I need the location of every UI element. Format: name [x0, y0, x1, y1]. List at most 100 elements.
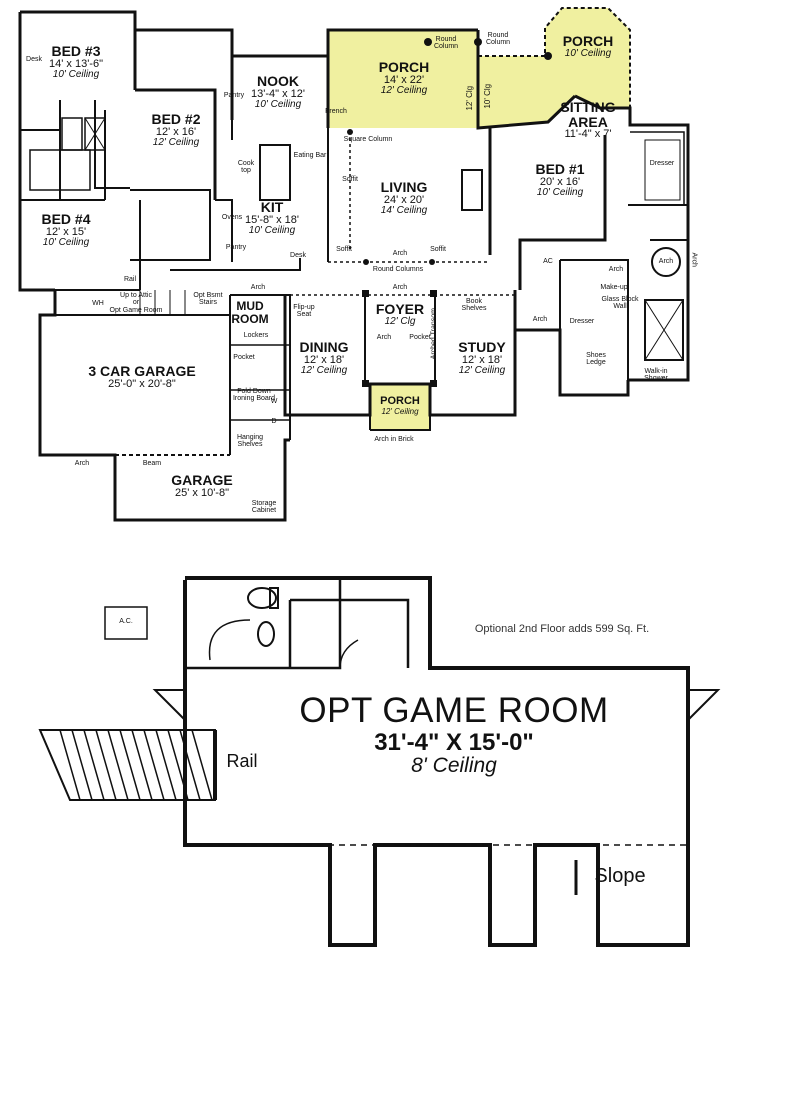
note-soffit-2: Soffit — [336, 246, 352, 253]
note-opt-bsmt-stairs: Opt Bsmt Stairs — [193, 292, 223, 307]
second-floor-note: Optional 2nd Floor adds 599 Sq. Ft. — [474, 623, 650, 635]
room-name: PORCH — [378, 59, 430, 75]
note-pocket-foyer: Pocket — [409, 334, 431, 341]
room-ceiling: 8' Ceiling — [411, 753, 497, 777]
ac-unit-box — [104, 606, 148, 640]
note-lockers: Lockers — [243, 332, 269, 339]
note-pantry-kit: Pantry — [225, 244, 247, 251]
room-size: 24' x 20' — [383, 193, 425, 206]
note-hanging-shelves: Hanging Shelves — [236, 434, 264, 449]
room-bed4: BED #4 12' x 15' 10' Ceiling — [41, 212, 90, 249]
room-name: LIVING — [380, 179, 428, 195]
room-size: 14' x 13'-6" — [49, 57, 103, 70]
room-bed3: BED #3 14' x 13'-6" 10' Ceiling — [49, 44, 103, 81]
room-size: 11'-4" x 7' — [564, 128, 612, 141]
note-dresser-1: Dresser — [649, 160, 675, 167]
room-study: STUDY 12' x 18' 12' Ceiling — [458, 340, 505, 377]
note-round-columns: Round Columns — [372, 266, 424, 273]
note-book-shelves: Book Shelves — [461, 298, 487, 313]
note-pocket-mud: Pocket — [233, 354, 255, 361]
note-arch-tub: Arch — [658, 258, 674, 265]
note-fold-down: Fold Down Ironing Board — [232, 388, 276, 403]
note-ac: AC — [543, 258, 553, 265]
note-french: French — [325, 108, 347, 115]
room-name: BED #4 — [41, 211, 91, 227]
room-bed1: BED #1 20' x 16' 10' Ceiling — [535, 162, 584, 199]
room-nook: NOOK 13'-4" x 12' 10' Ceiling — [251, 74, 305, 111]
room-ceiling: 10' Ceiling — [254, 99, 302, 111]
room-opt-game-room: OPT GAME ROOM 31'-4" X 15'-0" 8' Ceiling — [299, 691, 609, 777]
note-glass-block-wall: Glass Block Wall — [601, 296, 639, 311]
room-size: 12' x 18' — [461, 353, 503, 366]
room-kit: KIT 15'-8" x 18' 10' Ceiling — [245, 200, 299, 237]
front-porch-fill — [370, 384, 430, 430]
room-name: GARAGE — [171, 472, 233, 488]
note-arch-foyer: Arch — [392, 284, 408, 291]
room-size: 31'-4" X 15'-0" — [374, 728, 534, 756]
room-name: NOOK — [257, 73, 299, 89]
room-name: OPT GAME ROOM — [299, 691, 609, 730]
room-size: 12' x 16' — [155, 125, 197, 138]
room-name: DINING — [299, 339, 349, 355]
note-square-column: Square Column — [343, 136, 393, 143]
note-ovens: Ovens — [221, 214, 243, 221]
room-name: STUDY — [458, 339, 506, 355]
note-arch-mud: Arch — [250, 284, 266, 291]
room-ceiling: 14' Ceiling — [380, 205, 428, 217]
room-size: 12' x 18' — [303, 353, 345, 366]
note-round-column-1: Round Column — [433, 36, 459, 51]
note-arch-living: Arch — [392, 250, 408, 257]
side-porch-fill — [478, 8, 630, 128]
note-arch-dining: Arch — [376, 334, 392, 341]
room-garage: GARAGE 25' x 10'-8" — [171, 473, 232, 499]
room-ceiling: 12' Ceiling — [381, 406, 419, 416]
room-porch-side: PORCH 10' Ceiling — [563, 34, 614, 59]
note-storage-cabinet: Storage Cabinet — [251, 500, 277, 515]
note-w: W — [270, 398, 278, 405]
room-name: KIT — [260, 199, 284, 215]
room-name: FOYER — [375, 301, 425, 317]
room-sitting-area: SITTING AREA 11'-4" x 7' — [560, 100, 615, 141]
room-size: 14' x 22' — [383, 73, 425, 86]
room-ceiling: 12' Ceiling — [152, 137, 200, 149]
note-arched-transom: Arched Transom — [430, 307, 438, 360]
note-12-clg: 12' Clg — [464, 85, 474, 111]
note-beam: Beam — [142, 460, 162, 467]
note-soffit-1: Soffit — [342, 176, 358, 183]
note-soffit-3: Soffit — [430, 246, 446, 253]
note-arch-bath2: Arch — [532, 316, 548, 323]
room-size: 25'-0" x 20'-8" — [108, 377, 176, 390]
rear-porch-fill — [328, 30, 478, 128]
note-cook-top: Cook top — [237, 160, 255, 175]
note-round-column-2: Round Column — [485, 32, 511, 47]
room-name: 3 CAR GARAGE — [88, 363, 196, 379]
note-up-to-attic: Up to Attic or Opt Game Room — [109, 292, 163, 314]
note-wh: WH — [92, 300, 104, 307]
room-size: 12' x 15' — [45, 225, 87, 238]
note-arch-side: Arch — [690, 252, 698, 267]
room-size: 15'-8" x 18' — [245, 213, 299, 226]
room-name: PORCH — [380, 395, 420, 407]
tub — [651, 247, 681, 277]
note-arch-garage: Arch — [74, 460, 90, 467]
stair-rail — [38, 729, 216, 801]
note-arch-bath: Arch — [608, 266, 624, 273]
note-d: D — [271, 418, 277, 425]
note-flip-up-seat: Flip-up Seat — [293, 304, 315, 319]
room-name: BED #1 — [535, 161, 585, 177]
room-ceiling: 10' Ceiling — [52, 69, 100, 81]
room-ceiling: 12' Ceiling — [300, 365, 348, 377]
note-walk-in-shower: Walk-in Shower — [644, 368, 668, 383]
room-ceiling: 12' Ceiling — [458, 365, 506, 377]
stair-rail-label: Rail — [226, 751, 258, 771]
room-dining: DINING 12' x 18' 12' Ceiling — [300, 340, 349, 377]
room-mud: MUD ROOM — [231, 300, 268, 325]
note-eating-bar: Eating Bar — [293, 152, 327, 159]
slope-label: Slope — [594, 865, 646, 887]
room-living: LIVING 24' x 20' 14' Ceiling — [381, 180, 428, 217]
fireplace — [461, 169, 483, 211]
note-desk-kit: Desk — [290, 252, 306, 259]
note-10-clg: 10' Clg — [482, 83, 492, 109]
note-rail: Rail — [123, 276, 137, 283]
